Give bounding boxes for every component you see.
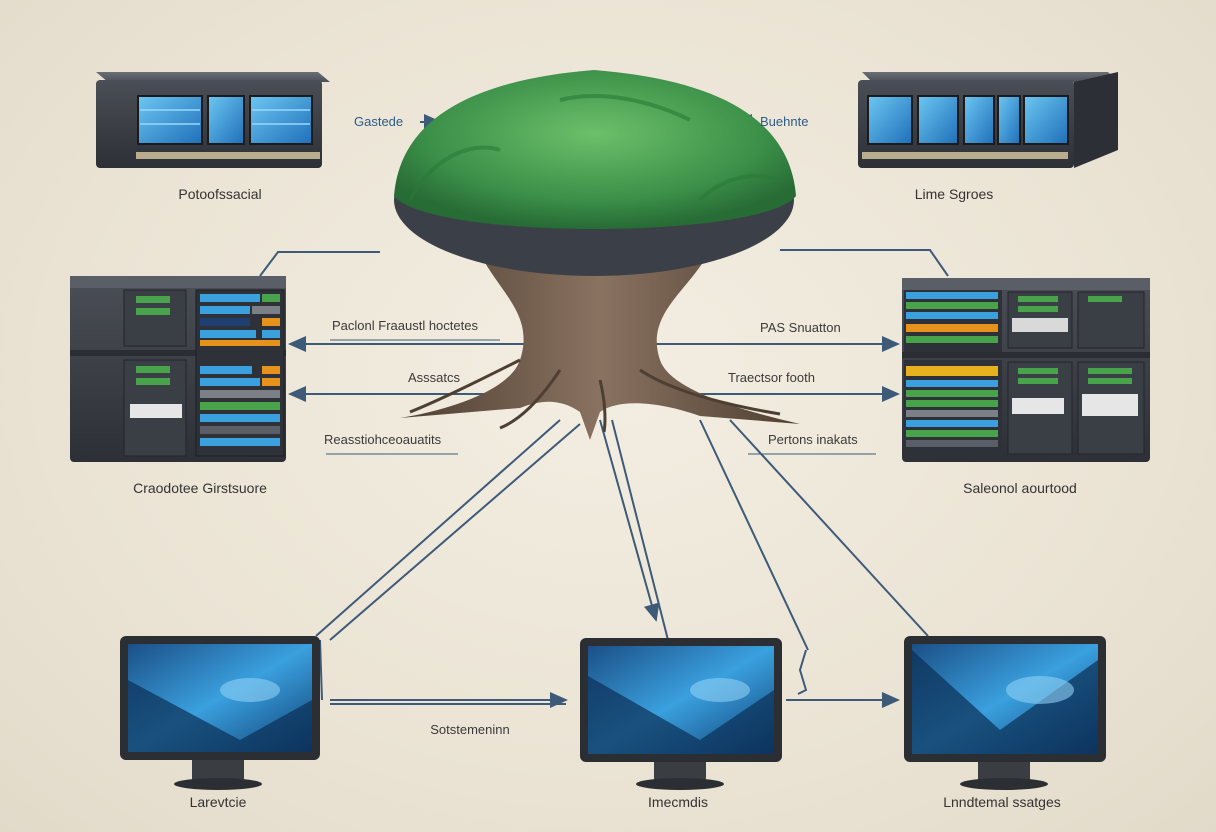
top-right-server <box>858 72 1118 168</box>
connector-lines <box>259 114 949 708</box>
label-mid-right-3: Pertons inakats <box>768 432 858 447</box>
label-left-rack: Craodotee Girstsuore <box>133 480 267 496</box>
label-mid-left-3: Reasstiohceoauatits <box>324 432 442 447</box>
tree-hub <box>394 70 800 440</box>
label-monitor-right: Lnndtemal ssatges <box>943 794 1061 810</box>
label-top-right-server: Lime Sgroes <box>914 186 994 202</box>
label-top-left-arrow: Gastede <box>354 114 404 129</box>
top-left-server <box>96 72 330 168</box>
label-top-right-arrow: Buehnte <box>760 114 809 129</box>
monitor-left <box>120 636 320 790</box>
label-top-left-server: Potoofssacial <box>178 186 262 202</box>
label-right-rack: Saleonol aourtood <box>963 480 1077 496</box>
left-storage-rack <box>70 276 286 462</box>
label-mid-left-1: Paclonl Fraaustl hoctetes <box>332 318 478 333</box>
right-storage-rack <box>902 278 1150 462</box>
label-bottom-link: Sotstemeninn <box>430 722 510 737</box>
label-mid-right-2: Traectsor footh <box>728 370 815 385</box>
label-monitor-left: Larevtcie <box>189 794 247 810</box>
label-mid-left-2: Asssatcs <box>408 370 461 385</box>
label-mid-right-1: PAS Snuatton <box>760 320 841 335</box>
label-monitor-center: Imecmdis <box>648 794 708 810</box>
monitor-right <box>904 636 1106 790</box>
monitor-center <box>580 638 782 790</box>
